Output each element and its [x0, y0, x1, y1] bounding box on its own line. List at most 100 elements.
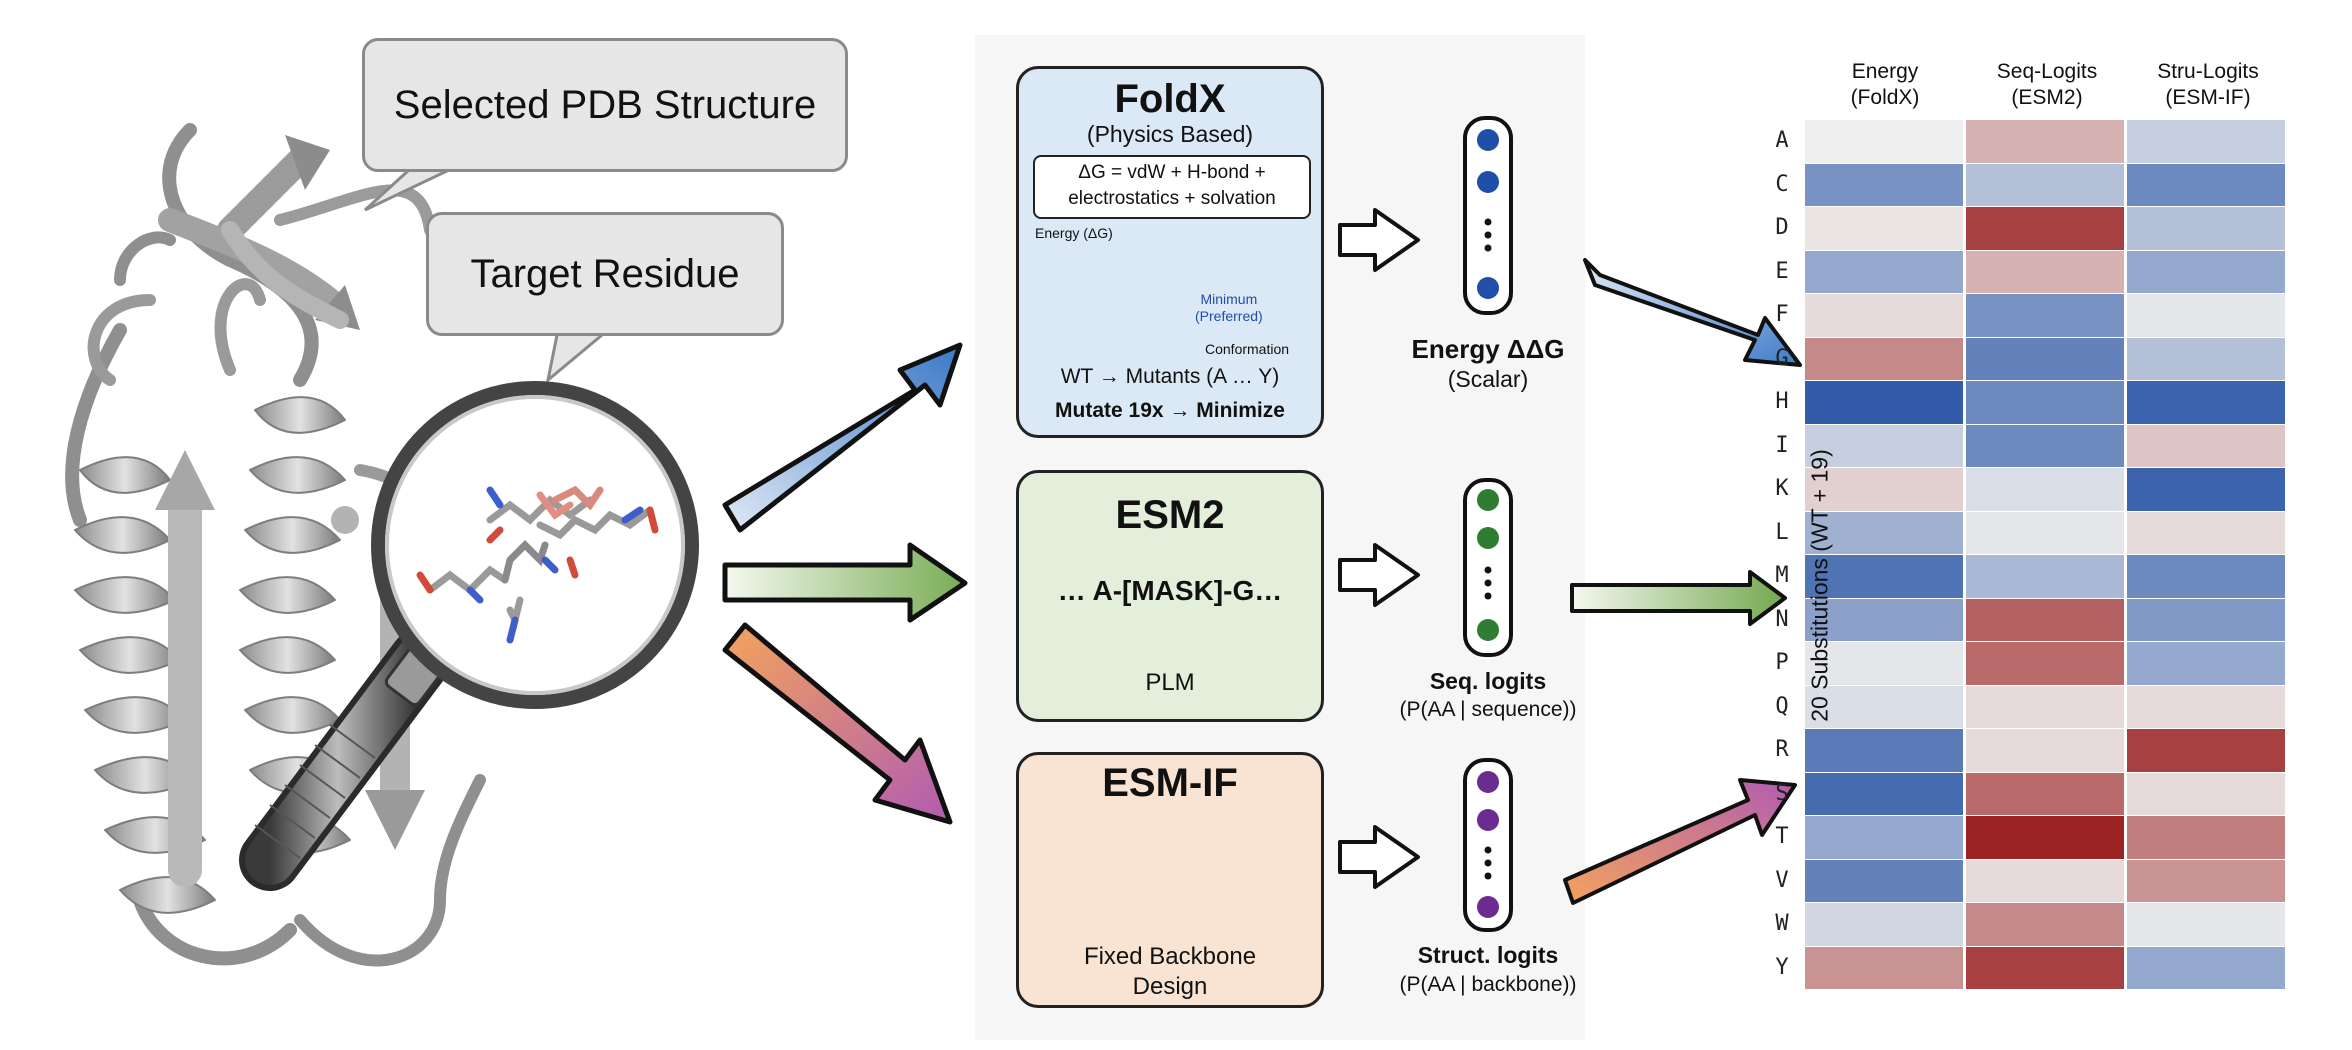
heatmap-row-label: G [1775, 345, 1789, 371]
heatmap-row-label: K [1775, 476, 1789, 501]
heatmap-row-label: H [1775, 389, 1789, 414]
heatmap-row-label: V [1775, 867, 1789, 893]
energy-axis-label: Energy (ΔG) [1035, 225, 1113, 241]
heatmap-cell [1966, 598, 2124, 641]
structure-callout: Selected PDB Structure [362, 38, 848, 172]
heatmap-row-label: L [1775, 519, 1789, 545]
esm2-box: ESM2 … A-[MASK]-G… PLM [1016, 470, 1324, 722]
heatmap-cell [1805, 207, 1963, 250]
minimum-label-line1: Minimum [1200, 291, 1258, 307]
foldx-title: FoldX [1114, 77, 1226, 121]
foldx-equation-line2: electrostatics + solvation [1068, 188, 1276, 209]
foldx-subtitle: (Physics Based) [1086, 121, 1254, 147]
input-arrow-esm2 [722, 542, 968, 623]
heatmap-cell [1805, 598, 1963, 641]
heatmap-cell [1805, 903, 1963, 946]
esmif-box: ESM-IF Fixed Backbone Design [1016, 752, 1324, 1008]
heatmap-cell [1805, 816, 1963, 859]
heatmap-cell [2127, 468, 2285, 511]
heatmap-row-label: T [1775, 824, 1789, 849]
seq-logits-subtitle: (P(AA | sequence)) [1399, 698, 1577, 721]
conformation-axis-label: Conformation [1205, 341, 1290, 357]
heatmap-cell [1966, 468, 2124, 511]
col-header-line2: (ESM-IF) [2165, 86, 2251, 109]
foldx-equation-box: ΔG = vdW + H-bond + electrostatics + sol… [1033, 155, 1311, 219]
foldx-mutants: WT → Mutants (A … Y) [1060, 365, 1280, 388]
heatmap-cell [1966, 859, 2124, 902]
heatmap-cell [1966, 207, 2124, 250]
col-header-line1: Energy [1851, 60, 1919, 83]
heatmap-row-label: F [1775, 302, 1789, 327]
heatmap-cell [2127, 859, 2285, 902]
heatmap-cell [1966, 511, 2124, 554]
heatmap-cell [1966, 642, 2124, 685]
foldx-procedure: Mutate 19x → Minimize [1055, 399, 1285, 422]
col-header-line1: Stru-Logits [2157, 60, 2259, 83]
heatmap-cell [1966, 729, 2124, 772]
heatmap-cell [1805, 120, 1963, 163]
heatmap-cell [2127, 511, 2285, 554]
heatmap-cell [1805, 294, 1963, 337]
structure-callout-text: Selected PDB Structure [393, 82, 817, 127]
heatmap-cell [2127, 250, 2285, 293]
struct-logits-title: Struct. logits [1417, 942, 1559, 968]
heatmap-col-header: Stru-Logits (ESM-IF) [2128, 59, 2288, 111]
heatmap-cell [1805, 946, 1963, 989]
heatmap-cell [1805, 772, 1963, 815]
heatmap-cell [2127, 903, 2285, 946]
heatmap-cell [1805, 859, 1963, 902]
output-arrow-seq [1570, 570, 1787, 626]
heatmap-cell [1805, 381, 1963, 424]
heatmap-row-label: C [1775, 171, 1789, 197]
heatmap-cell [2127, 424, 2285, 467]
output-arrow-energy [1583, 258, 1802, 367]
heatmap-cell [2127, 337, 2285, 380]
heatmap-cell [1805, 511, 1963, 554]
esmif-label-line1: Fixed Backbone [1083, 943, 1257, 970]
heatmap-cell [2127, 294, 2285, 337]
col-header-line1: Seq-Logits [1996, 60, 2098, 83]
heatmap-row-label: S [1775, 780, 1789, 806]
heatmap-cell [1966, 685, 2124, 728]
heatmap-cell [1966, 294, 2124, 337]
heatmap-cell [1805, 642, 1963, 685]
heatmap-cell [2127, 598, 2285, 641]
col-header-line2: (FoldX) [1850, 86, 1920, 109]
heatmap-row-label: Q [1775, 693, 1789, 719]
heatmap-row-label: R [1775, 737, 1789, 762]
foldx-equation-line1: ΔG = vdW + H-bond + [1078, 162, 1266, 183]
heatmap-row-label: N [1775, 606, 1789, 632]
heatmap-row-label: A [1775, 128, 1789, 153]
esm2-title: ESM2 [1115, 493, 1225, 537]
heatmap-cell [2127, 685, 2285, 728]
heatmap-row-label: Y [1775, 954, 1789, 980]
esm2-sequence: … A-[MASK]-G… [1057, 575, 1283, 606]
target-residue-callout-text: Target Residue [470, 251, 740, 296]
process-arrow-esmif [1338, 825, 1420, 889]
heatmap-cell [2127, 163, 2285, 206]
heatmap: Energy (FoldX) Seq-Logits (ESM2) Stru-Lo… [1775, 56, 2340, 1016]
heatmap-cell [1805, 729, 1963, 772]
heatmap-col-header: Energy (FoldX) [1805, 59, 1965, 111]
heatmap-cell [1966, 772, 2124, 815]
heatmap-cell [1966, 946, 2124, 989]
heatmap-cell [2127, 642, 2285, 685]
heatmap-cell [2127, 772, 2285, 815]
esmif-title: ESM-IF [1102, 761, 1238, 805]
minimum-label-line2: (Preferred) [1195, 308, 1263, 324]
energy-output-title: Energy ΔΔG [1411, 334, 1565, 364]
heatmap-y-axis-label: 20 Substitutions (WT + 19) [1806, 449, 1833, 722]
heatmap-row-label: D [1775, 215, 1789, 240]
input-arrow-foldx [722, 342, 963, 533]
target-residue-callout: Target Residue [426, 212, 784, 336]
protein-structure-illustration [65, 123, 486, 967]
heatmap-cell [1805, 555, 1963, 598]
heatmap-row-label: M [1775, 563, 1789, 588]
process-arrow-foldx [1338, 208, 1420, 272]
heatmap-cell [2127, 207, 2285, 250]
heatmap-cell [1966, 903, 2124, 946]
heatmap-cell [2127, 120, 2285, 163]
esm2-plm-label: PLM [1145, 669, 1195, 696]
heatmap-row-label: I [1775, 432, 1789, 458]
struct-logits-output-vector [1463, 758, 1513, 932]
